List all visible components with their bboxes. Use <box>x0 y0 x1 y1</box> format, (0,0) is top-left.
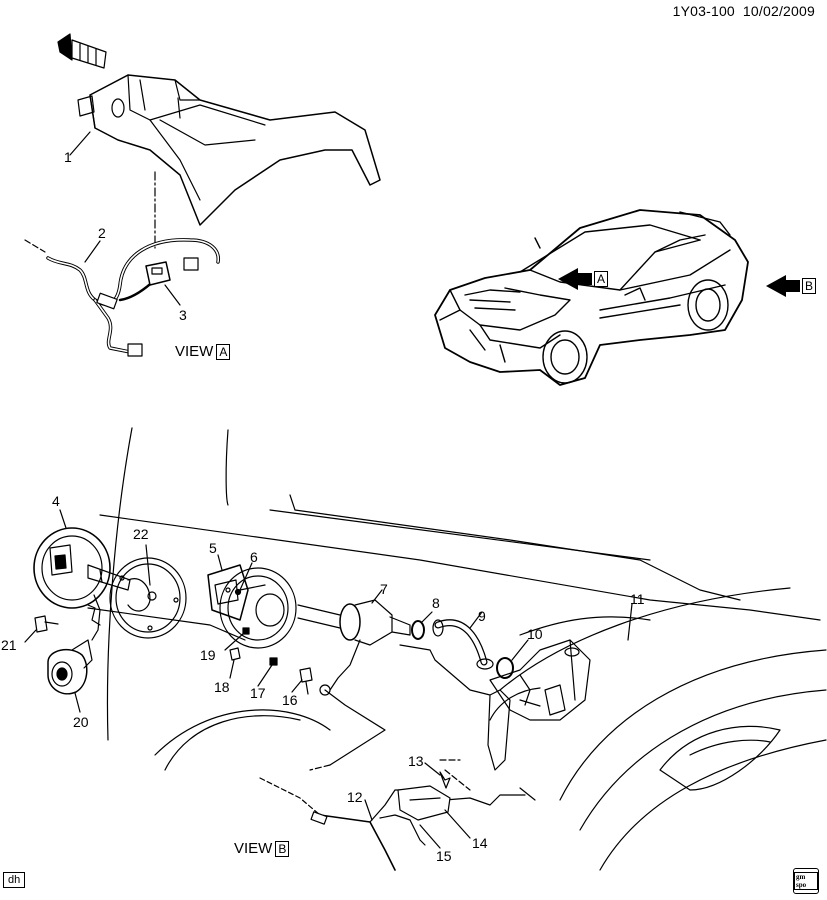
leader-21 <box>24 629 37 643</box>
leader-17 <box>257 664 273 687</box>
callout-11: 11 <box>630 591 645 607</box>
diagram-code: 1Y03-100 <box>672 3 735 19</box>
logo-text: gm spo <box>794 872 818 890</box>
view-a-word: VIEW <box>175 343 214 360</box>
callout-7: 7 <box>380 581 388 597</box>
callout-21: 21 <box>1 637 17 653</box>
car-overview <box>434 209 749 386</box>
callout-4: 4 <box>52 493 60 509</box>
callout-12: 12 <box>347 789 363 805</box>
front-arrow-icon <box>57 33 107 69</box>
leader-7 <box>371 589 383 604</box>
fuel-door <box>33 527 131 609</box>
cutline-7 <box>324 689 386 766</box>
view-a-arrow: A <box>558 268 609 290</box>
diagram-date: 10/02/2009 <box>742 3 815 19</box>
screw-16 <box>299 667 313 695</box>
callout-14: 14 <box>472 835 488 851</box>
view-b-word: VIEW <box>234 840 273 857</box>
view-a-label: VIEW A <box>175 343 231 360</box>
callout-2: 2 <box>98 225 106 241</box>
callout-15: 15 <box>436 848 452 864</box>
illustrator-code: dh <box>3 872 26 888</box>
callout-16: 16 <box>282 692 298 708</box>
leader-5 <box>217 554 223 571</box>
callout-10: 10 <box>527 626 543 642</box>
arrow-left-icon <box>558 268 578 290</box>
leader-9 <box>469 611 483 629</box>
filler-housing <box>207 564 297 649</box>
callout-17: 17 <box>250 685 266 701</box>
callout-13: 13 <box>408 753 424 769</box>
view-b-arrow-letter: B <box>802 278 817 294</box>
leader-22 <box>145 544 151 586</box>
leader-8 <box>421 611 433 623</box>
cutline-10 <box>399 644 491 696</box>
body-outline <box>99 427 827 871</box>
view-b-label: VIEW B <box>234 840 290 857</box>
gm-spo-logo: gm spo <box>793 868 819 894</box>
clip-19 <box>242 627 250 635</box>
leader-1 <box>69 131 91 156</box>
callout-1: 1 <box>64 149 72 165</box>
leader-15 <box>419 824 441 849</box>
callout-18: 18 <box>214 679 230 695</box>
clamp-10 <box>496 657 514 679</box>
view-b-letter: B <box>275 840 290 857</box>
leader-14 <box>444 809 471 839</box>
callout-6: 6 <box>250 549 258 565</box>
leader-12 <box>364 799 373 821</box>
view-a-letter: A <box>216 343 231 360</box>
callout-9: 9 <box>478 608 486 624</box>
callout-8: 8 <box>432 595 440 611</box>
diagram-header: 1Y03-100 10/02/2009 <box>665 3 815 19</box>
nut-17 <box>269 657 278 666</box>
clamp-8 <box>411 620 425 640</box>
leader-4 <box>59 509 67 529</box>
leader-6 <box>239 562 253 591</box>
leader-20 <box>74 692 81 713</box>
leader-10 <box>511 639 529 661</box>
leader-13 <box>424 762 441 776</box>
guide-line-13 <box>444 769 471 791</box>
bolt-13 <box>439 771 451 789</box>
clip-6 <box>234 588 242 596</box>
view-a-arrow-letter: A <box>594 271 609 287</box>
console-housing <box>77 74 381 226</box>
view-b-arrow: B <box>766 275 817 297</box>
wiring-harness <box>24 238 220 357</box>
release-cable <box>259 777 536 871</box>
door-actuator <box>47 594 101 695</box>
leader-11 <box>627 603 633 641</box>
leader-3 <box>164 284 181 306</box>
filler-neck <box>297 599 411 696</box>
leader-16 <box>291 679 303 693</box>
callout-5: 5 <box>209 540 217 556</box>
leader-2 <box>84 240 101 263</box>
hose-9 <box>432 619 494 670</box>
screw-18 <box>229 647 241 661</box>
callout-22: 22 <box>133 526 149 542</box>
bolt-21 <box>34 615 59 633</box>
leader-19 <box>224 632 245 651</box>
callout-19: 19 <box>200 647 216 663</box>
cutline-4 <box>87 604 101 626</box>
callout-3: 3 <box>179 307 187 323</box>
fuel-tank-section <box>487 639 591 771</box>
leader-18 <box>229 659 235 679</box>
arrow-left-icon <box>766 275 786 297</box>
callout-20: 20 <box>73 714 89 730</box>
